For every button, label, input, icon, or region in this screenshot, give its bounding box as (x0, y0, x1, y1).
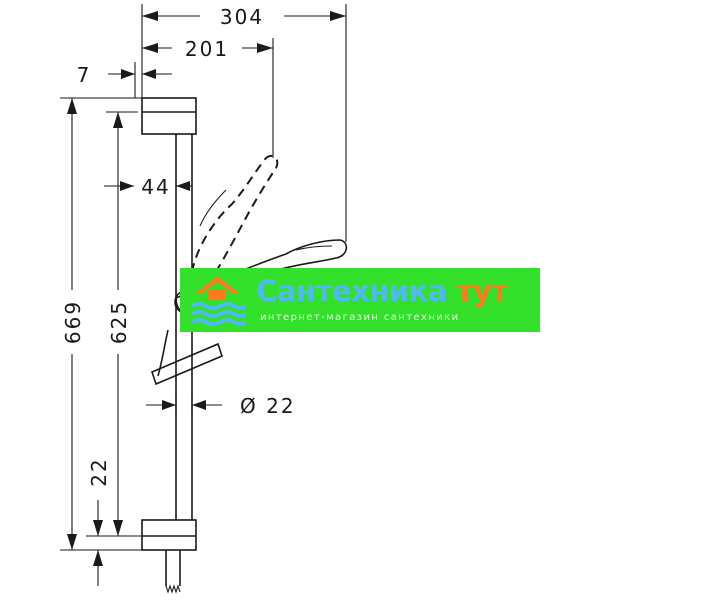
dimension-201-label: 201 (185, 37, 229, 61)
bottom-wall-bracket (141, 519, 197, 551)
watermark-title: Сантехника тут (256, 274, 508, 308)
top-wall-bracket (141, 97, 197, 135)
watermark-title-part2: тут (456, 274, 508, 308)
dimension-7-label: 7 (77, 63, 92, 87)
dimension-669: 669 (60, 97, 142, 551)
dimension-304-label: 304 (220, 5, 264, 29)
dimension-diameter-22: Ø 22 (146, 392, 296, 418)
watermark-title-part1: Сантехника (256, 274, 447, 308)
dimension-22-bottom-label: 22 (87, 457, 111, 486)
dimension-625-label: 625 (107, 300, 131, 344)
dimension-304: 304 (141, 4, 347, 242)
slider-element (151, 329, 223, 386)
dimension-669-label: 669 (61, 300, 85, 344)
dimension-44: 44 (104, 175, 192, 199)
dimension-625: 625 (106, 111, 142, 537)
dimension-44-label: 44 (141, 175, 170, 199)
hose-outlet (165, 550, 181, 594)
watermark-logo (191, 276, 246, 326)
dimension-diameter-22-label: Ø 22 (240, 394, 296, 418)
dimension-22-bottom: 22 (86, 457, 111, 586)
dimension-7: 7 (77, 62, 172, 98)
hand-shower-tilted (191, 154, 279, 279)
watermark-subtitle: интернет-магазин сантехники (260, 312, 460, 323)
dimension-201: 201 (142, 37, 274, 158)
watermark-banner: Сантехника тут интернет-магазин сантехни… (180, 268, 540, 332)
